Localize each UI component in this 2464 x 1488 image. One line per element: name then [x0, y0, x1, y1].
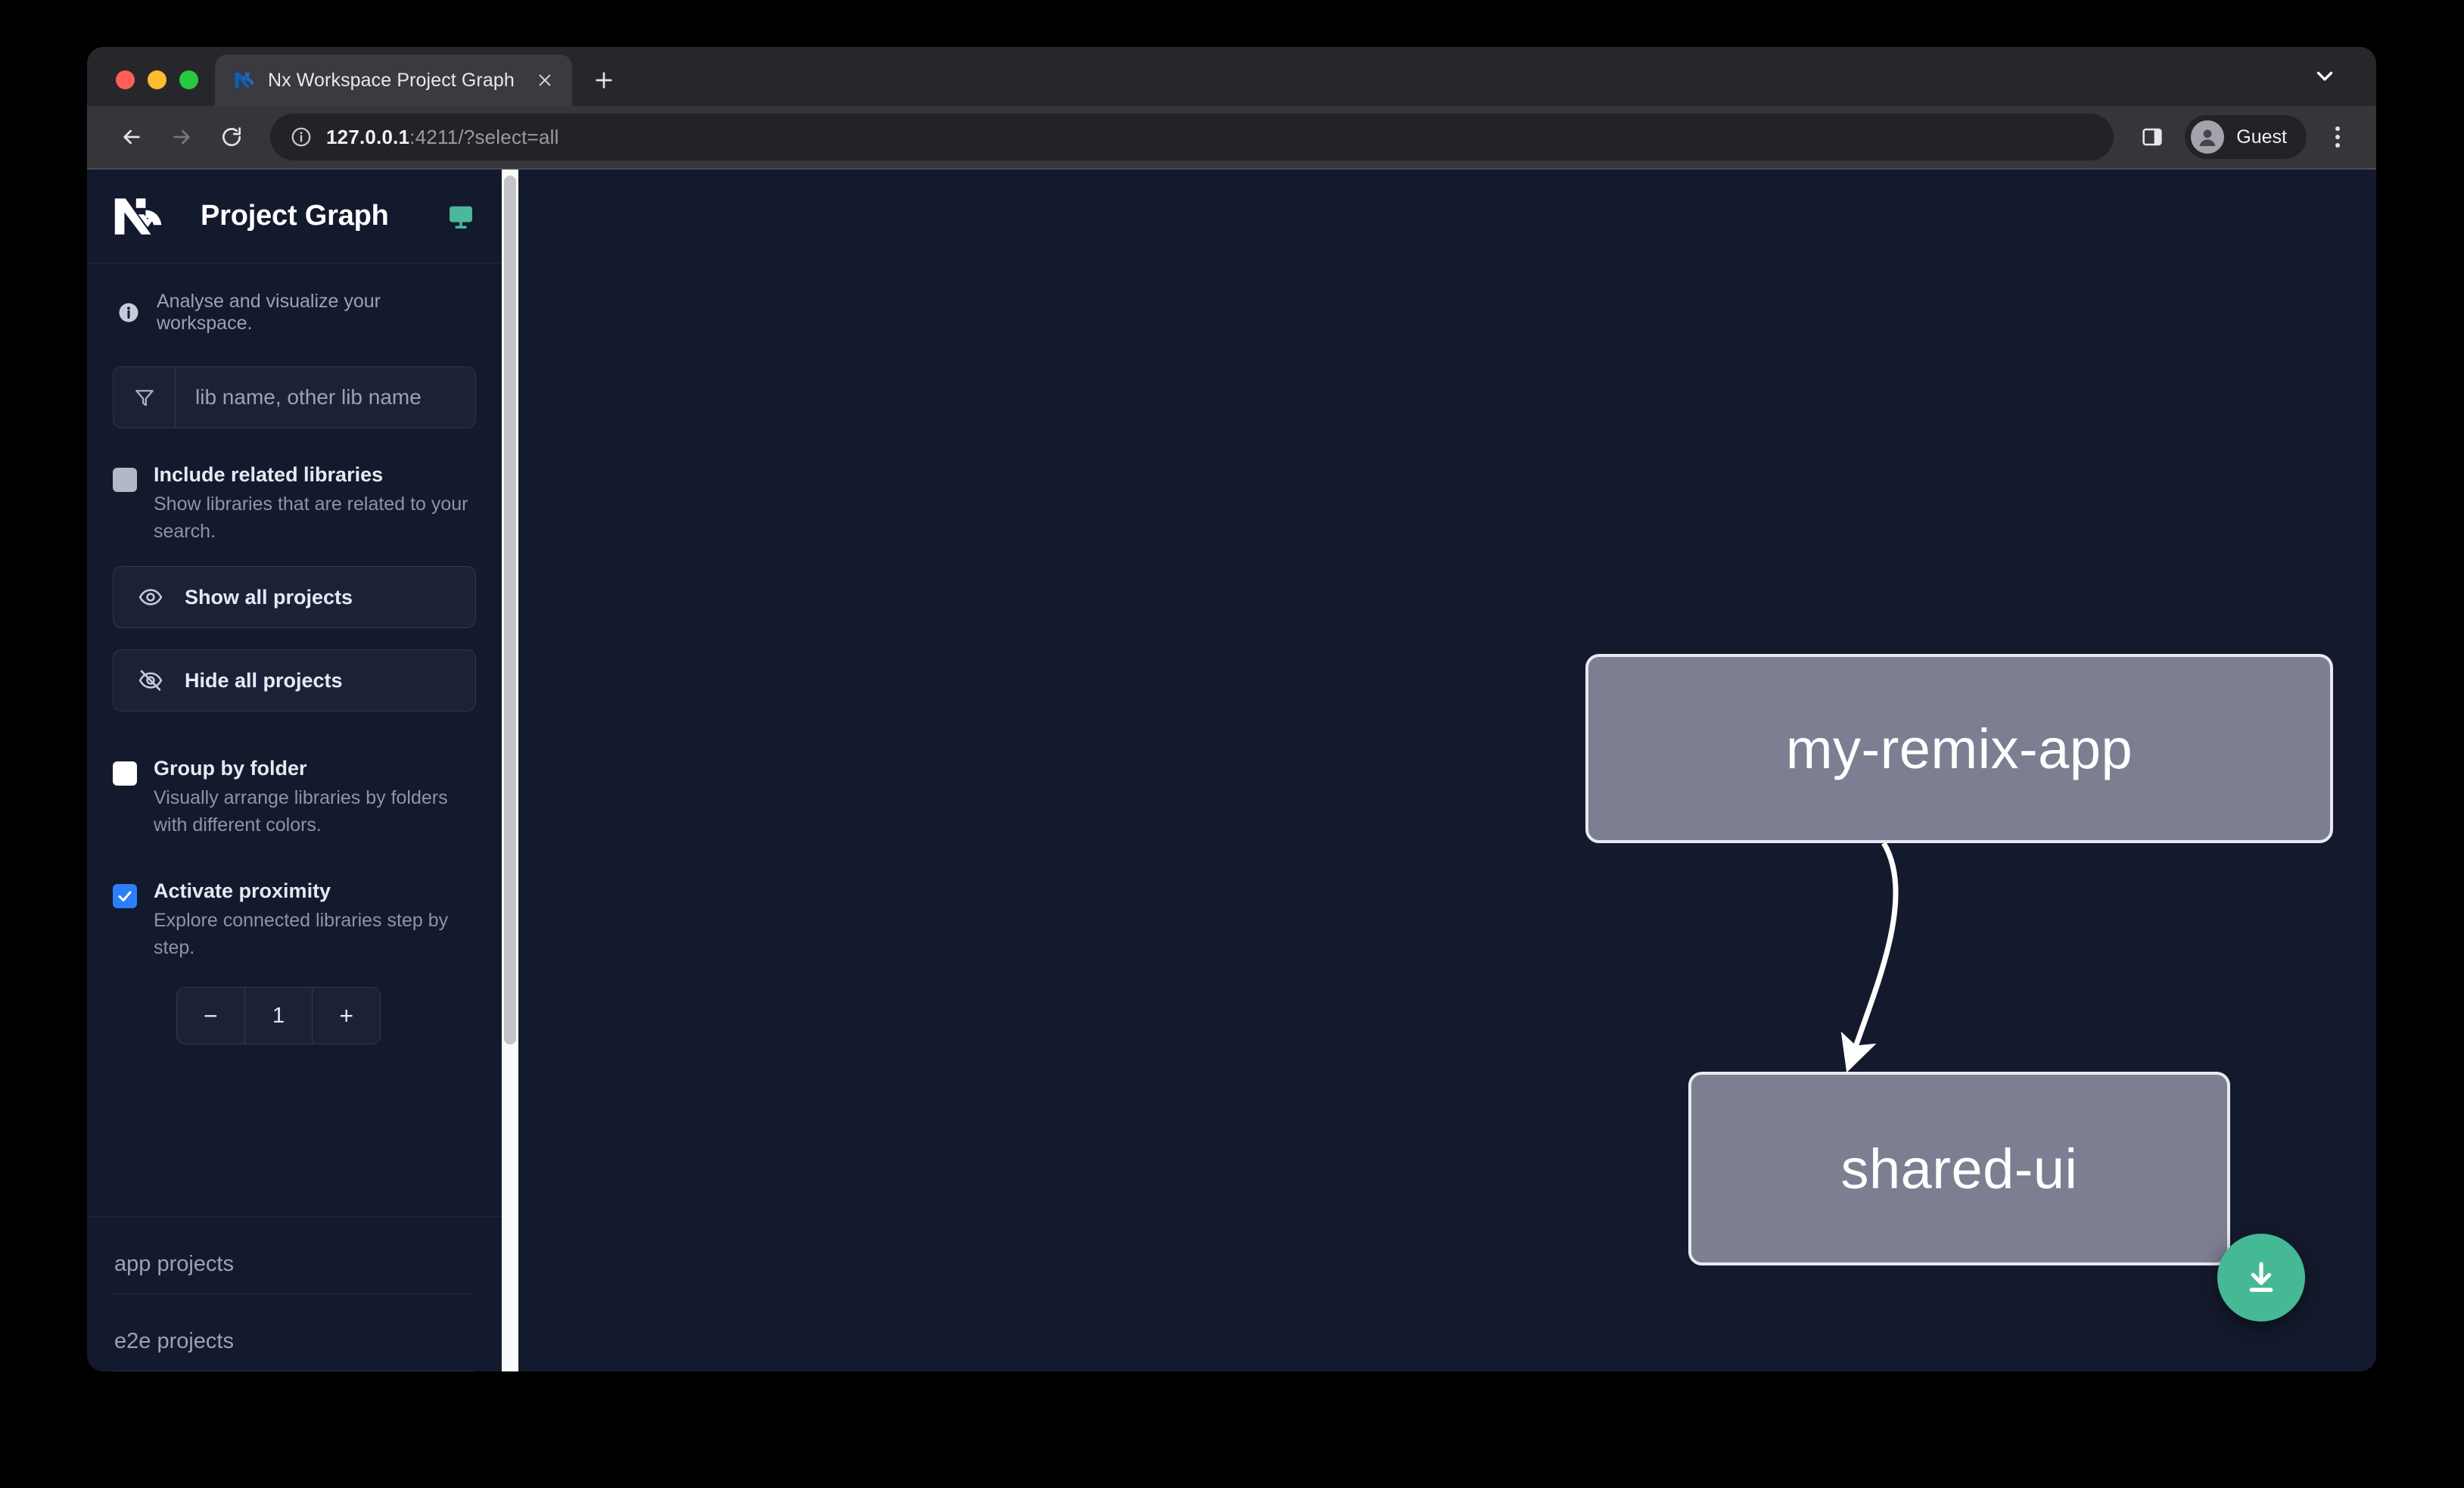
project-graph-canvas[interactable]: my-remix-app shared-ui — [502, 170, 2376, 1371]
profile-chip[interactable]: Guest — [2185, 115, 2307, 159]
browser-tab-strip: Nx Workspace Project Graph — [87, 47, 2376, 106]
graph-node-my-remix-app[interactable]: my-remix-app — [1585, 654, 2333, 843]
page-title: Project Graph — [201, 200, 389, 232]
show-all-projects-label: Show all projects — [185, 585, 353, 609]
option-description: Visually arrange libraries by folders wi… — [154, 787, 448, 836]
maximize-window-button[interactable] — [179, 70, 198, 89]
omnibox-url-path: :4211/?select=all — [409, 125, 559, 148]
project-sections: app projects e2e projects — [87, 1216, 502, 1371]
window-traffic-lights — [87, 70, 215, 106]
sidebar-scrollbar[interactable] — [502, 170, 518, 1371]
info-icon — [117, 301, 140, 324]
browser-tab-title: Nx Workspace Project Graph — [268, 69, 515, 91]
omnibox[interactable]: 127.0.0.1:4211/?select=all — [270, 114, 2114, 160]
sidebar: Project Graph — [87, 170, 502, 1371]
proximity-stepper[interactable]: − 1 + — [176, 987, 381, 1045]
option-text-group: Activate proximity Explore connected lib… — [154, 879, 476, 961]
profile-name: Guest — [2236, 126, 2287, 148]
browser-toolbar: 127.0.0.1:4211/?select=all Guest — [87, 106, 2376, 170]
three-dots-vertical-icon[interactable] — [2316, 115, 2360, 159]
search-input[interactable]: lib name, other lib name — [113, 366, 476, 428]
minimize-window-button[interactable] — [148, 70, 166, 89]
checkbox-group-by-folder[interactable] — [113, 761, 137, 786]
option-label: Activate proximity — [154, 879, 331, 903]
graph-node-shared-ui[interactable]: shared-ui — [1688, 1072, 2230, 1265]
option-label: Include related libraries — [154, 463, 384, 486]
omnibox-url-text: 127.0.0.1:4211/?select=all — [326, 126, 559, 149]
reload-icon[interactable] — [208, 114, 255, 160]
download-icon — [2241, 1257, 2282, 1298]
checkbox-include-related-libraries[interactable] — [113, 468, 137, 492]
section-e2e-projects[interactable]: e2e projects — [113, 1294, 476, 1371]
option-label: Group by folder — [154, 757, 307, 780]
browser-window: Nx Workspace Project Graph — [87, 47, 2376, 1371]
sidebar-header: Project Graph — [87, 170, 502, 263]
checkbox-activate-proximity[interactable] — [113, 884, 137, 909]
search-input-placeholder: lib name, other lib name — [195, 385, 422, 409]
option-description: Show libraries that are related to your … — [154, 493, 468, 542]
hide-all-projects-button[interactable]: Hide all projects — [113, 649, 476, 712]
sidebar-scrollbar-thumb[interactable] — [504, 176, 516, 1044]
close-window-button[interactable] — [116, 70, 135, 89]
option-include-related-libraries[interactable]: Include related libraries Show libraries… — [113, 463, 476, 545]
menu-dot — [2335, 126, 2340, 131]
info-circle-icon[interactable] — [290, 126, 313, 148]
show-all-projects-button[interactable]: Show all projects — [113, 566, 476, 629]
sidebar-content: Analyse and visualize your workspace. li… — [87, 263, 502, 1216]
workspace-info-row: Analyse and visualize your workspace. — [113, 263, 476, 335]
workspace-info-text: Analyse and visualize your workspace. — [157, 291, 381, 334]
menu-dot — [2335, 135, 2340, 139]
option-description: Explore connected libraries step by step… — [154, 910, 449, 958]
monitor-icon[interactable] — [446, 201, 476, 232]
person-icon — [2191, 120, 2225, 154]
page-viewport: Project Graph — [87, 170, 2376, 1371]
option-text-group: Include related libraries Show libraries… — [154, 463, 476, 545]
proximity-increment-button[interactable]: + — [339, 1001, 354, 1029]
proximity-value: 1 — [244, 988, 313, 1044]
close-icon[interactable] — [531, 67, 558, 94]
option-activate-proximity[interactable]: Activate proximity Explore connected lib… — [113, 879, 476, 961]
nx-favicon-icon — [233, 69, 256, 92]
proximity-decrement-button[interactable]: − — [203, 1001, 218, 1029]
section-app-projects[interactable]: app projects — [113, 1217, 476, 1294]
arrow-right-icon[interactable] — [158, 114, 205, 160]
eye-slash-icon — [138, 668, 163, 693]
nx-logo-icon — [113, 195, 176, 238]
side-panel-icon[interactable] — [2130, 115, 2174, 159]
menu-dot — [2335, 143, 2340, 148]
chevron-down-icon[interactable] — [2307, 58, 2343, 94]
option-group-by-folder[interactable]: Group by folder Visually arrange librari… — [113, 757, 476, 839]
filter-funnel-icon — [114, 367, 176, 428]
download-graph-button[interactable] — [2217, 1234, 2305, 1321]
plus-icon[interactable] — [583, 59, 625, 101]
browser-tab[interactable]: Nx Workspace Project Graph — [215, 54, 572, 106]
omnibox-url-host: 127.0.0.1 — [326, 125, 410, 148]
hide-all-projects-label: Hide all projects — [185, 668, 343, 692]
option-text-group: Group by folder Visually arrange librari… — [154, 757, 476, 839]
eye-icon — [138, 584, 163, 610]
arrow-left-icon[interactable] — [108, 114, 155, 160]
